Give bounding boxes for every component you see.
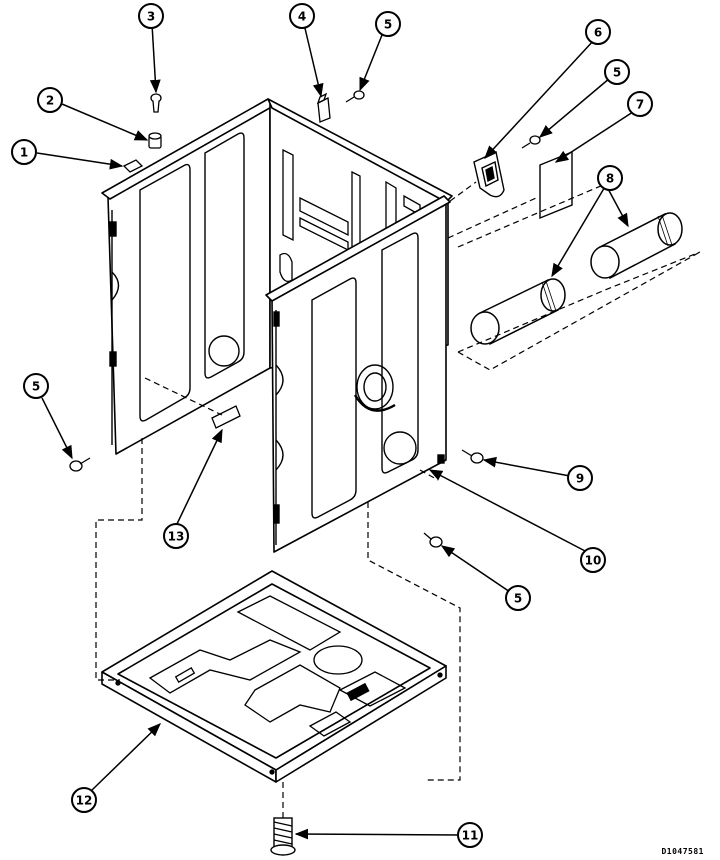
part-screw-3 — [150, 93, 162, 113]
part-screw-9 — [461, 449, 484, 464]
callout-5-top: 5 — [375, 11, 401, 37]
part-bushing — [148, 132, 162, 149]
callout-11: 11 — [457, 822, 483, 848]
callout-number: 10 — [585, 554, 602, 568]
callout-6: 6 — [585, 19, 611, 45]
callout-number: 11 — [462, 829, 479, 843]
part-duct-right — [590, 212, 683, 280]
callout-8: 8 — [597, 165, 623, 191]
part-screw-5-lower — [423, 532, 443, 548]
part-screw-5-top — [345, 90, 365, 103]
front-panel-details — [273, 232, 445, 545]
callout-5-left: 5 — [23, 373, 49, 399]
part-label-13 — [211, 405, 241, 429]
callout-number: 5 — [384, 18, 392, 32]
callout-12: 12 — [71, 787, 97, 813]
callout-5-upper-right: 5 — [604, 59, 630, 85]
part-bracket-4 — [316, 92, 331, 123]
callout-leaders — [36, 23, 637, 840]
part-screw-5-upper-right — [521, 135, 541, 149]
assembly-dash-lines — [95, 181, 701, 818]
callout-number: 3 — [147, 10, 155, 24]
part-duct-left — [470, 278, 566, 346]
part-clip — [122, 159, 144, 173]
callout-10: 10 — [580, 547, 606, 573]
part-screw-5-left — [69, 457, 91, 472]
callout-number: 9 — [576, 472, 584, 486]
callout-1: 1 — [11, 139, 37, 165]
callout-3: 3 — [138, 3, 164, 29]
callout-2: 2 — [37, 87, 63, 113]
part-leveling-leg — [270, 817, 296, 856]
base-recesses — [115, 595, 443, 775]
callout-number: 1 — [20, 146, 28, 160]
callout-number: 5 — [613, 66, 621, 80]
callout-9: 9 — [567, 465, 593, 491]
callout-13: 13 — [163, 523, 189, 549]
callout-number: 5 — [32, 380, 40, 394]
callout-number: 8 — [606, 172, 614, 186]
part-bracket-6 — [473, 151, 505, 198]
callout-number: 6 — [594, 26, 602, 40]
callout-4: 4 — [289, 3, 315, 29]
cabinet-base — [101, 570, 447, 783]
callout-number: 5 — [514, 592, 522, 606]
left-panel-recesses — [109, 132, 245, 445]
callout-number: 12 — [76, 794, 93, 808]
callout-number: 7 — [636, 98, 644, 112]
callout-number: 4 — [298, 10, 306, 24]
callout-5-lower: 5 — [505, 585, 531, 611]
drawing-id: D1047581 — [661, 847, 704, 856]
callout-number: 2 — [46, 94, 54, 108]
callout-number: 13 — [168, 530, 185, 544]
callout-7: 7 — [627, 91, 653, 117]
